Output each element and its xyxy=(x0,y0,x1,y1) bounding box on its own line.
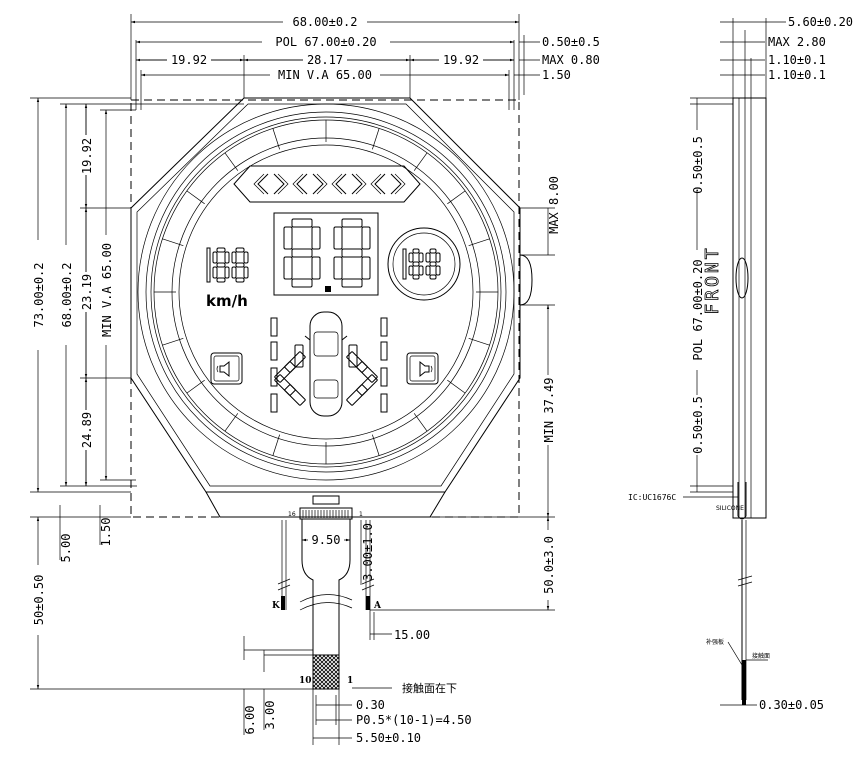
dim-side-bot05: 0.50±0.5 xyxy=(691,396,705,454)
main-digits xyxy=(283,218,371,288)
lead-k-label: K xyxy=(272,601,281,611)
dim-bot-seg: 24.89 xyxy=(80,412,94,448)
side-tab xyxy=(519,254,533,306)
pin16-label: 16 xyxy=(288,511,296,518)
pin1-bottom-label: 1 xyxy=(347,676,353,686)
dim-side-glass2: 1.10±0.1 xyxy=(768,68,826,82)
contact-note: 接触面在下 xyxy=(402,681,457,695)
side-view: FRONT 5.60±0.20 MAX 2.80 1.10±0.1 1.10±0… xyxy=(628,15,853,712)
speaker-left-icon xyxy=(210,352,243,385)
led-leads: K A xyxy=(272,520,382,611)
outer-ring xyxy=(137,103,515,481)
front-left-dims: 73.00±0.2 68.00±0.2 19.92 23.19 24.89 MI… xyxy=(30,97,313,690)
sensor-segments xyxy=(274,344,378,406)
fpc-dims: 9.50 3.00±1.0 15.00 6.00 3.00 0.30 P0.5*… xyxy=(243,520,472,745)
dim-max-08: MAX 0.80 xyxy=(542,53,600,67)
ring-2 xyxy=(145,111,507,473)
dim-lead-15: 15.00 xyxy=(394,628,430,642)
dim-overall-height: 73.00±0.2 xyxy=(32,262,46,327)
dial-digits xyxy=(402,248,441,280)
inner-ring xyxy=(178,144,474,440)
dim-pitch: P0.5*(10-1)=4.50 xyxy=(356,713,472,727)
dim-fpc-width: 9.50 xyxy=(312,533,341,547)
dim-side-thickness: 5.60±0.20 xyxy=(788,15,853,29)
dim-finger-width: 5.50±0.10 xyxy=(356,731,421,745)
ic-label: IC:UC1676C xyxy=(628,493,676,502)
pin1-top-label: 1 xyxy=(359,511,363,518)
front-top-dims: 68.00±0.2 POL 67.00±0.20 19.92 28.17 19.… xyxy=(130,14,600,110)
dim-bottom-150: 1.50 xyxy=(99,518,113,547)
pin10-label: 10 xyxy=(299,676,312,686)
dim-tail-height: 50±0.50 xyxy=(32,575,46,626)
dim-min-va-height: MIN V.A 65.00 xyxy=(100,243,114,337)
stiffener-label: 补强板 xyxy=(706,638,724,646)
dim-max-8: MAX 8.00 xyxy=(547,176,561,234)
right-dial xyxy=(387,227,461,301)
ring-3 xyxy=(150,116,502,468)
dim-side-tail: 0.30±0.05 xyxy=(759,698,824,712)
dim-mid-seg: 23.19 xyxy=(80,274,94,310)
dim-side-pol-height: POL 67.00±0.20 xyxy=(691,259,705,360)
dim-pol-edge: 0.50±0.5 xyxy=(542,35,600,49)
dim-bottom-5: 5.00 xyxy=(59,534,73,563)
dim-right-offset: 19.92 xyxy=(443,53,479,67)
dim-min-va-width: MIN V.A 65.00 xyxy=(278,68,372,82)
dim-pol-width: POL 67.00±0.20 xyxy=(275,35,376,49)
dim-tail-total: 50.0±3.0 xyxy=(542,536,556,594)
octagon-inner xyxy=(136,103,515,487)
dim-min-3749: MIN 37.49 xyxy=(542,377,556,442)
side-body xyxy=(732,97,767,519)
contact-fingers xyxy=(312,654,340,690)
dim-left-offset: 19.92 xyxy=(171,53,207,67)
front-right-dims: MAX 8.00 MIN 37.49 50.0±3.0 xyxy=(350,176,561,611)
dim-edge-150-top: 1.50 xyxy=(542,68,571,82)
dim-side-glass1: 1.10±0.1 xyxy=(768,53,826,67)
dim-overall-width: 68.00±0.2 xyxy=(292,15,357,29)
decimal-point xyxy=(325,286,331,292)
speed-digits xyxy=(206,247,249,283)
dim-side-max28: MAX 2.80 xyxy=(768,35,826,49)
side-bump xyxy=(735,257,749,299)
silicone-label: SILICONE xyxy=(716,505,744,512)
dim-center-width: 28.17 xyxy=(307,53,343,67)
dim-pad-3: 3.00 xyxy=(263,701,277,730)
dim-pitch-gap: 0.30 xyxy=(356,698,385,712)
speaker-right-icon xyxy=(406,352,439,385)
unit-label: km/h xyxy=(206,292,248,310)
dim-fpc-offset: 3.00±1.0 xyxy=(361,523,375,581)
lead-a-label: A xyxy=(373,601,382,611)
dim-pad-6: 6.00 xyxy=(243,706,257,735)
dim-top-seg: 19.92 xyxy=(80,138,94,174)
contact-label: 接触面 xyxy=(752,652,770,660)
dim-side-top05: 0.50±0.5 xyxy=(691,136,705,194)
dim-inner-height: 68.00±0.2 xyxy=(60,262,74,327)
front-label: FRONT xyxy=(702,245,723,314)
bottom-lip xyxy=(205,491,446,518)
fpc-connector: 16 1 10 1 xyxy=(288,495,363,690)
front-view: km/h xyxy=(30,14,600,745)
chevron-bar xyxy=(233,165,421,203)
ring-segments xyxy=(153,119,499,465)
main-digit-box xyxy=(273,212,379,296)
car-icon xyxy=(304,311,348,417)
